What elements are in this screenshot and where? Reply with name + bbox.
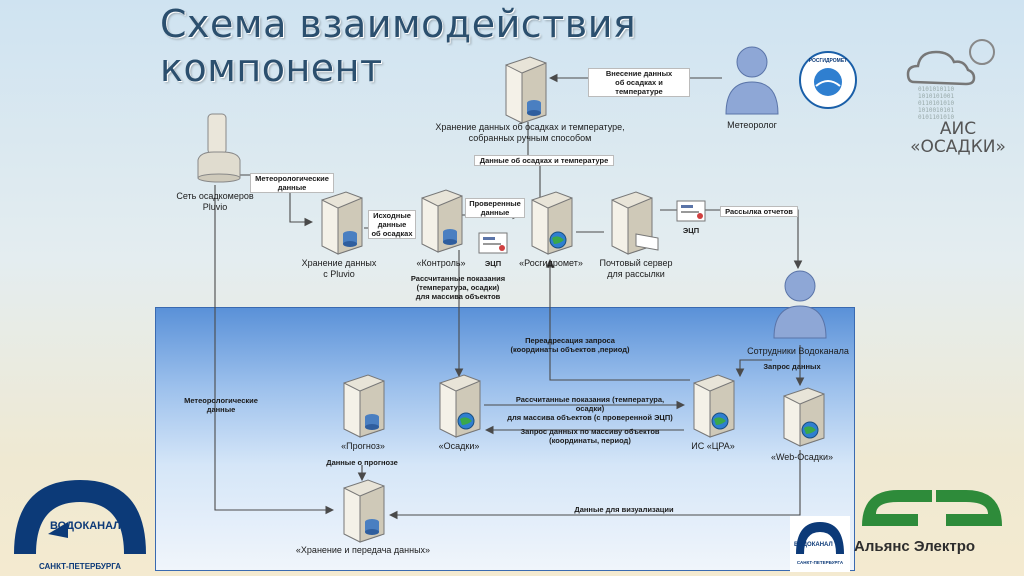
prognoz-server-icon xyxy=(338,373,386,444)
cra-label: ИС «ЦРА» xyxy=(691,441,735,451)
employees-person-icon xyxy=(770,268,830,345)
cloud-sun-icon xyxy=(904,30,1004,95)
pluvio-storage-label: Хранение данных с Pluvio xyxy=(301,258,377,279)
manual-storage-label: Хранение данных об осадках и температуре… xyxy=(435,122,625,143)
calc-readings-mid-label: Рассчитанные показания (температура, оса… xyxy=(507,395,673,422)
forecast-data-label: Данные о прогнозе xyxy=(326,458,398,467)
rain-gauge-icon xyxy=(196,112,242,189)
cra-server-icon xyxy=(688,373,736,444)
vodokanal-small-city-text: САНКТ-ПЕТЕРБУРГА xyxy=(796,560,844,565)
send-reports-label: Рассылка отчетов xyxy=(720,206,798,217)
mail-server-icon xyxy=(606,190,660,261)
redirect-request-label: Переадресация запроса (координаты объект… xyxy=(510,336,630,354)
ais-logo-text: АИС «ОСАДКИ» xyxy=(910,119,1006,157)
vodokanal-logo-text: ВОДОКАНАЛ xyxy=(50,520,121,532)
vodokanal-small-logo-text: ВОДОКАНАЛ xyxy=(794,542,833,548)
vodokanal-city-text: САНКТ-ПЕТЕРБУРГА xyxy=(38,562,122,571)
kontrol-server-icon xyxy=(416,188,464,259)
pluvio-network-label: Сеть осадкомеров Pluvio xyxy=(176,191,254,212)
meteorologist-label: Метеоролог xyxy=(727,120,777,130)
page-title: Схема взаимодействия компонент xyxy=(160,2,637,90)
prognoz-label: «Прогноз» xyxy=(341,441,385,451)
osadki-label: «Осадки» xyxy=(438,441,480,451)
viz-data-label: Данные для визуализации xyxy=(574,505,674,514)
alliance-electro-text: Альянс Электро xyxy=(854,538,976,555)
web-osadki-label: «Web-Осадки» xyxy=(770,452,834,462)
pluvio-storage-server-icon xyxy=(316,190,364,261)
vodokanal-logo: ВОДОКАНАЛ САНКТ-ПЕТЕРБУРГА xyxy=(8,474,152,571)
alliance-electro-logo: Альянс Электро xyxy=(854,486,1008,555)
eds-certificate-icon-2 xyxy=(676,200,706,227)
mail-server-label: Почтовый сервер для рассылки xyxy=(599,258,673,279)
internal-zone xyxy=(155,307,855,571)
manual-storage-server-icon xyxy=(500,55,548,130)
data-osadki-temp-label: Данные об осадках и температуре xyxy=(474,155,614,166)
meteorologist-person-icon xyxy=(722,44,782,121)
storage-transfer-server-icon xyxy=(338,478,386,549)
eds-label-2: ЭЦП xyxy=(682,226,700,235)
web-osadki-server-icon xyxy=(778,386,826,453)
kontrol-label: «Контроль» xyxy=(416,258,466,268)
eds-certificate-icon xyxy=(478,232,508,259)
roshydromet-server-icon xyxy=(526,190,574,261)
raw-data-label: Исходные данные об осадках xyxy=(368,210,416,239)
roshydromet-logo-text: РОСГИДРОМЕТ xyxy=(808,58,848,64)
employees-label: Сотрудники Водоканала xyxy=(747,346,849,356)
verified-data-label: Проверенные данные xyxy=(465,198,525,218)
request-array-label: Запрос данных по массиву объектов (коорд… xyxy=(520,427,660,445)
vodokanal-small-logo: ВОДОКАНАЛ САНКТ-ПЕТЕРБУРГА xyxy=(790,516,850,572)
ais-binary-text: 0101010110 1010101001 0110101010 1010010… xyxy=(918,86,955,121)
meteo-data-top-label: Метеорологические данные xyxy=(250,173,334,193)
roshydromet-logo: РОСГИДРОМЕТ xyxy=(798,50,858,115)
storage-transfer-label: «Хранение и передача данных» xyxy=(295,545,431,555)
request-data-label: Запрос данных xyxy=(763,362,821,371)
roshydromet-label: «Росгидромет» xyxy=(519,258,583,268)
input-data-label: Внесение данных об осадках и температуре xyxy=(588,68,690,97)
eds-label-1: ЭЦП xyxy=(484,259,502,268)
osadki-server-icon xyxy=(434,373,482,444)
meteo-data-left-label: Метеорологические данные xyxy=(184,396,258,414)
calc-readings-top-label: Рассчитанные показания (температура, оса… xyxy=(410,274,506,301)
